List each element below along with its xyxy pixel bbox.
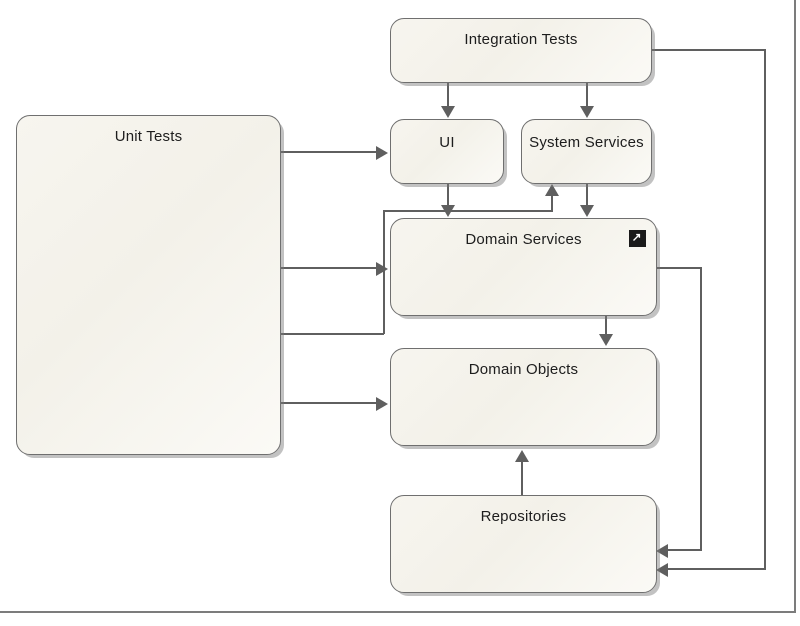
node-domain-objects-label: Domain Objects	[468, 361, 579, 378]
edge-system-services-to-domain-services-arrowhead	[580, 205, 594, 217]
node-system-services-label: System Services	[529, 134, 644, 151]
edge-ui-to-domain-services-segment	[447, 184, 449, 208]
node-unit-tests[interactable]: Unit Tests	[16, 115, 281, 455]
edge-domain-services-to-repositories-v1	[700, 267, 702, 550]
node-repositories-label: Repositories	[480, 508, 567, 525]
edge-repositories-to-domain-objects-arrowhead	[515, 450, 529, 462]
edge-domain-services-to-repositories-arrowhead	[656, 544, 668, 558]
edge-domain-services-to-domain-objects-arrowhead	[599, 334, 613, 346]
edge-domain-services-to-repositories-h2	[668, 549, 702, 551]
edge-repositories-to-domain-objects-segment	[521, 462, 523, 496]
edge-domain-services-to-domain-objects-segment	[605, 316, 607, 336]
edge-integration-tests-to-repositories-v1	[764, 49, 766, 569]
page-border-right	[794, 0, 796, 613]
edge-integration-tests-to-system-services-segment	[586, 83, 588, 109]
node-integration-tests[interactable]: Integration Tests	[390, 18, 652, 83]
edge-integration-tests-to-repositories-h2	[668, 568, 766, 570]
edge-integration-tests-to-repositories-arrowhead	[656, 563, 668, 577]
edge-unit-tests-to-ui-arrowhead	[376, 146, 388, 160]
page-border-bottom	[0, 611, 795, 613]
edge-integration-tests-to-ui-segment	[447, 83, 449, 109]
edge-ui-to-system-services-arrowhead	[545, 184, 559, 196]
edge-unit-tests-to-domain-services-arrowhead	[376, 262, 388, 276]
edge-domain-services-to-repositories-h1	[657, 267, 702, 269]
edge-integration-tests-to-repositories-h1	[652, 49, 766, 51]
edge-unit-tests-to-domain-objects-arrowhead	[376, 397, 388, 411]
edge-unit-tests-lower-rail	[281, 333, 384, 335]
node-ui-label: UI	[439, 134, 455, 151]
node-system-services[interactable]: System Services	[521, 119, 652, 184]
edge-unit-tests-to-ui-segment	[281, 151, 377, 153]
node-integration-tests-label: Integration Tests	[464, 31, 578, 48]
edge-integration-tests-to-system-services-arrowhead	[580, 106, 594, 118]
edge-system-services-to-domain-services-segment	[586, 184, 588, 208]
edge-unit-tests-to-domain-services-segment	[281, 267, 377, 269]
node-domain-services-label: Domain Services	[465, 231, 582, 248]
node-domain-services[interactable]: Domain Services	[390, 218, 657, 316]
edge-ui-to-system-services-h	[383, 210, 553, 212]
expand-subprocess-icon[interactable]	[629, 230, 646, 247]
node-ui[interactable]: UI	[390, 119, 504, 184]
node-unit-tests-label: Unit Tests	[114, 128, 183, 145]
node-repositories[interactable]: Repositories	[390, 495, 657, 593]
edge-unit-tests-to-domain-objects-segment	[281, 402, 377, 404]
node-domain-objects[interactable]: Domain Objects	[390, 348, 657, 446]
edge-integration-tests-to-ui-arrowhead	[441, 106, 455, 118]
edge-ui-to-system-services-v	[551, 196, 553, 211]
